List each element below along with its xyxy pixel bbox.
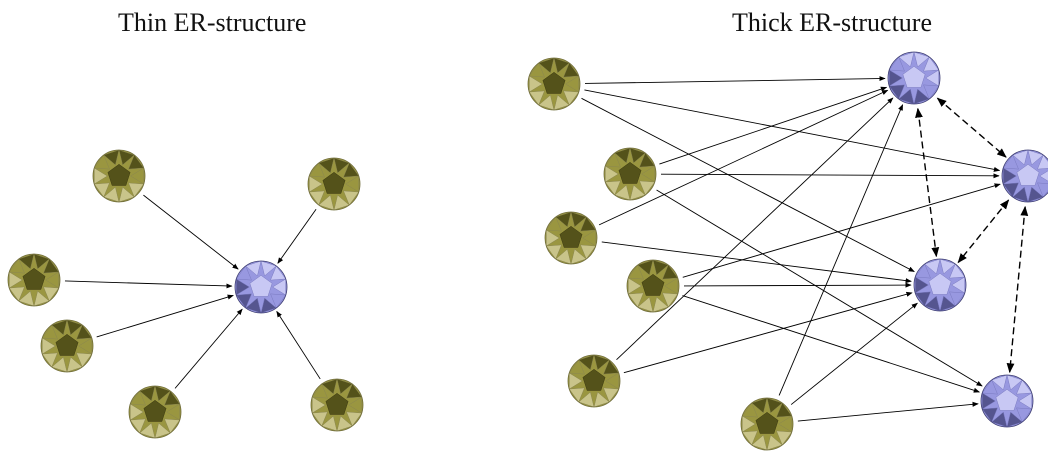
thin-olive-node-1	[307, 157, 361, 211]
thick-edge-9	[682, 295, 981, 393]
thin-edge-3	[96, 294, 234, 338]
thick-edge-12	[623, 291, 913, 374]
thick-edge-2	[581, 97, 915, 273]
thick-blue-node-2	[913, 258, 967, 312]
thick-edge-14	[797, 401, 979, 422]
thin-olive-node-0	[92, 149, 146, 203]
thick-olive-node-5	[740, 397, 794, 451]
thick-edge-15	[790, 302, 918, 405]
thin-olive-node-4	[128, 385, 182, 439]
thick-dashed-edge-2	[957, 199, 1010, 264]
thick-dashed-edge-3	[1006, 205, 1029, 374]
thick-edge-7	[601, 241, 912, 284]
thick-edge-0	[584, 76, 886, 84]
thin-blue-center-node	[234, 260, 288, 314]
thick-edge-6	[598, 89, 889, 226]
thick-edge-10	[683, 282, 912, 288]
thin-edge-4	[174, 308, 243, 389]
thick-dashed-edge-0	[936, 97, 1007, 158]
thick-blue-node-3	[980, 374, 1034, 428]
thick-olive-node-3	[626, 259, 680, 313]
thick-blue-node-0	[887, 51, 941, 105]
thin-edge-2	[64, 280, 233, 289]
thick-edge-4	[660, 173, 1000, 179]
thin-edge-0	[143, 194, 239, 270]
thick-edge-5	[656, 189, 983, 387]
thin-edge-1	[277, 209, 317, 264]
thick-edge-3	[659, 86, 888, 165]
thick-edge-8	[682, 183, 1001, 278]
thick-olive-node-4	[567, 354, 621, 408]
thick-dashed-edge-1	[915, 107, 940, 258]
thin-olive-node-3	[40, 319, 94, 373]
thick-olive-node-0	[527, 57, 581, 111]
thick-olive-node-1	[603, 147, 657, 201]
thick-blue-node-1	[1001, 149, 1048, 203]
thin-olive-node-5	[310, 378, 364, 432]
thin-edge-5	[276, 310, 321, 380]
thick-olive-node-2	[544, 211, 598, 265]
thin-panel-title: Thin ER-structure	[118, 8, 307, 37]
thick-panel-title: Thick ER-structure	[732, 8, 932, 37]
thin-olive-node-2	[7, 253, 61, 307]
thick-edge-13	[778, 104, 904, 396]
thick-edge-11	[616, 97, 894, 361]
